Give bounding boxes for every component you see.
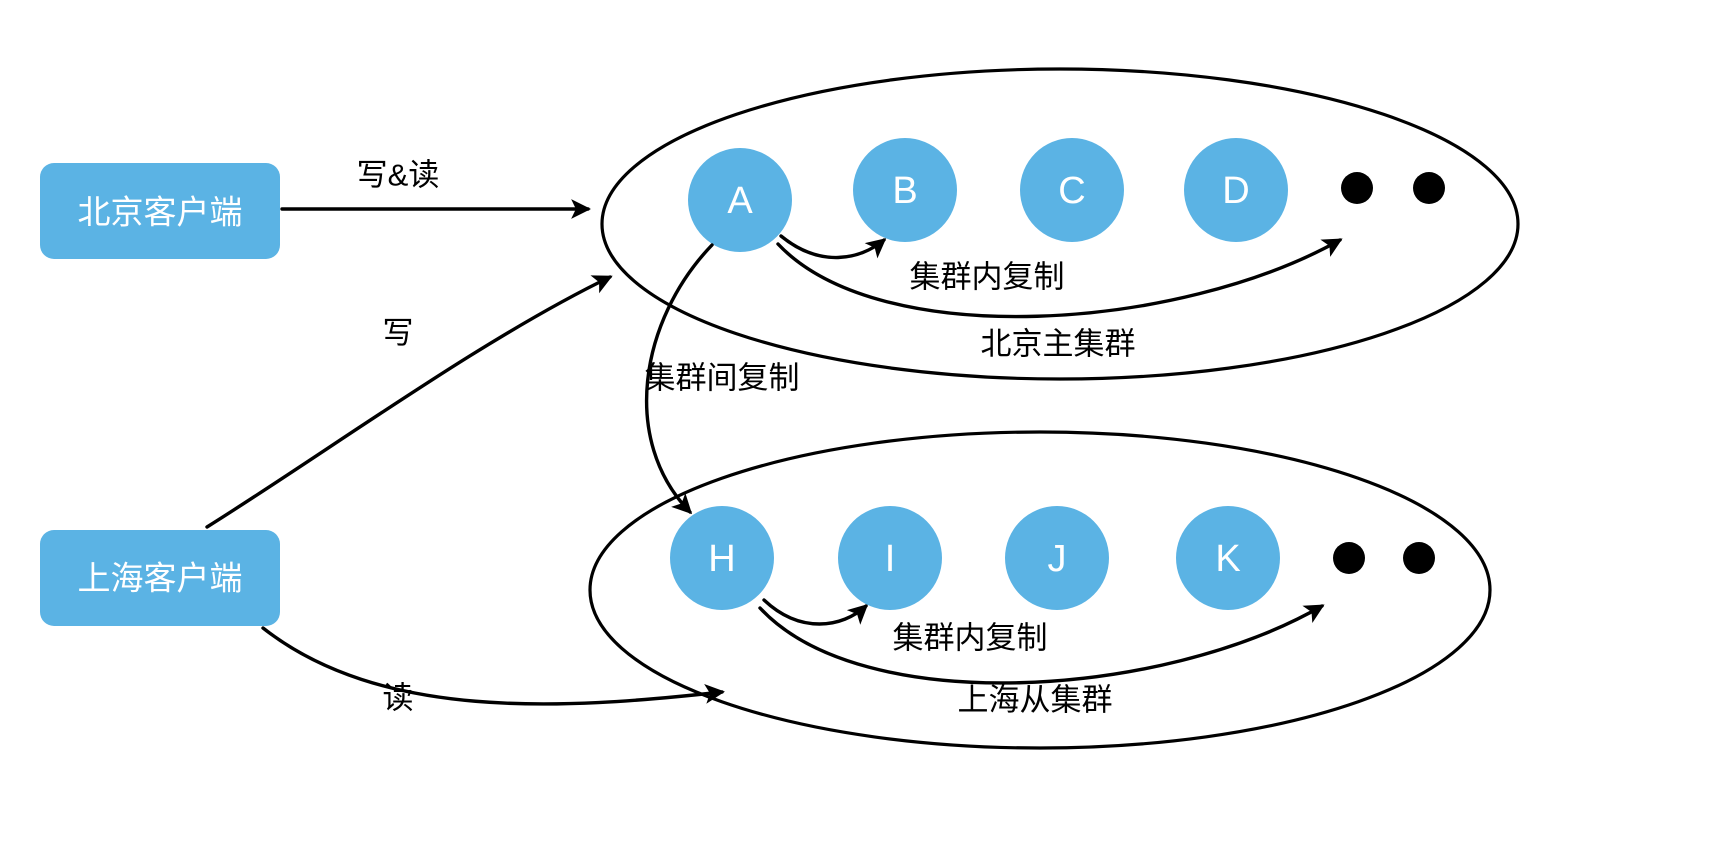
beijing-cluster-boundary xyxy=(600,67,1520,381)
shanghai-ellipsis-dot-2 xyxy=(1403,542,1435,574)
node-c[interactable]: C xyxy=(1020,138,1124,242)
edge-shanghai-client-read xyxy=(261,626,725,706)
beijing-client-label: 北京客户端 xyxy=(78,194,243,231)
node-c-label: C xyxy=(1058,170,1085,212)
node-b-circle[interactable] xyxy=(853,138,957,242)
edge-inter-cluster-replication xyxy=(644,243,714,515)
beijing-cluster-caption: 北京主集群 xyxy=(981,327,1136,362)
node-j-circle[interactable] xyxy=(1005,506,1109,610)
beijing-intra-replication-label: 集群内复制 xyxy=(910,260,1065,295)
edge-label-read: 读 xyxy=(383,681,414,716)
node-d-label: D xyxy=(1222,170,1249,212)
beijing-client-box[interactable] xyxy=(40,163,280,259)
node-j-label: J xyxy=(1048,538,1067,580)
shanghai-slave-cluster: 集群内复制 上海从集群 H I J K xyxy=(588,430,1492,750)
edge-h-to-i xyxy=(762,598,869,626)
node-c-circle[interactable] xyxy=(1020,138,1124,242)
shanghai-client-label: 上海客户端 xyxy=(78,560,243,597)
node-b-label: B xyxy=(892,170,917,212)
node-h-circle[interactable] xyxy=(670,506,774,610)
edge-label-write-read: 写&读 xyxy=(357,158,440,193)
node-i-label: I xyxy=(885,538,896,580)
shanghai-intra-replication-label: 集群内复制 xyxy=(893,621,1048,656)
edge-h-to-k xyxy=(758,604,1325,685)
node-a-label: A xyxy=(727,180,753,222)
node-h[interactable]: H xyxy=(670,506,774,610)
node-d-circle[interactable] xyxy=(1184,138,1288,242)
shanghai-cluster-caption: 上海从集群 xyxy=(958,683,1113,718)
node-k-label: K xyxy=(1215,538,1240,580)
node-a-circle[interactable] xyxy=(688,148,792,252)
beijing-ellipsis-dot-2 xyxy=(1413,172,1445,204)
node-k[interactable]: K xyxy=(1176,506,1280,610)
beijing-ellipsis-dot-1 xyxy=(1341,172,1373,204)
shanghai-client-box[interactable] xyxy=(40,530,280,626)
node-h-label: H xyxy=(708,538,735,580)
node-i[interactable]: I xyxy=(838,506,942,610)
node-b[interactable]: B xyxy=(853,138,957,242)
node-j[interactable]: J xyxy=(1005,506,1109,610)
node-a[interactable]: A xyxy=(688,148,792,252)
edge-a-to-d xyxy=(776,238,1343,319)
edge-label-inter-cluster: 集群间复制 xyxy=(645,361,800,396)
node-k-circle[interactable] xyxy=(1176,506,1280,610)
edge-a-to-b xyxy=(779,234,887,260)
beijing-client[interactable]: 北京客户端 xyxy=(40,163,280,259)
node-i-circle[interactable] xyxy=(838,506,942,610)
node-d[interactable]: D xyxy=(1184,138,1288,242)
edge-shanghai-client-write xyxy=(205,275,613,529)
beijing-master-cluster: 集群内复制 北京主集群 A B C D xyxy=(600,67,1520,381)
shanghai-cluster-boundary xyxy=(588,430,1492,750)
shanghai-ellipsis-dot-1 xyxy=(1333,542,1365,574)
shanghai-client[interactable]: 上海客户端 xyxy=(40,530,280,626)
edge-label-write: 写 xyxy=(383,316,414,351)
